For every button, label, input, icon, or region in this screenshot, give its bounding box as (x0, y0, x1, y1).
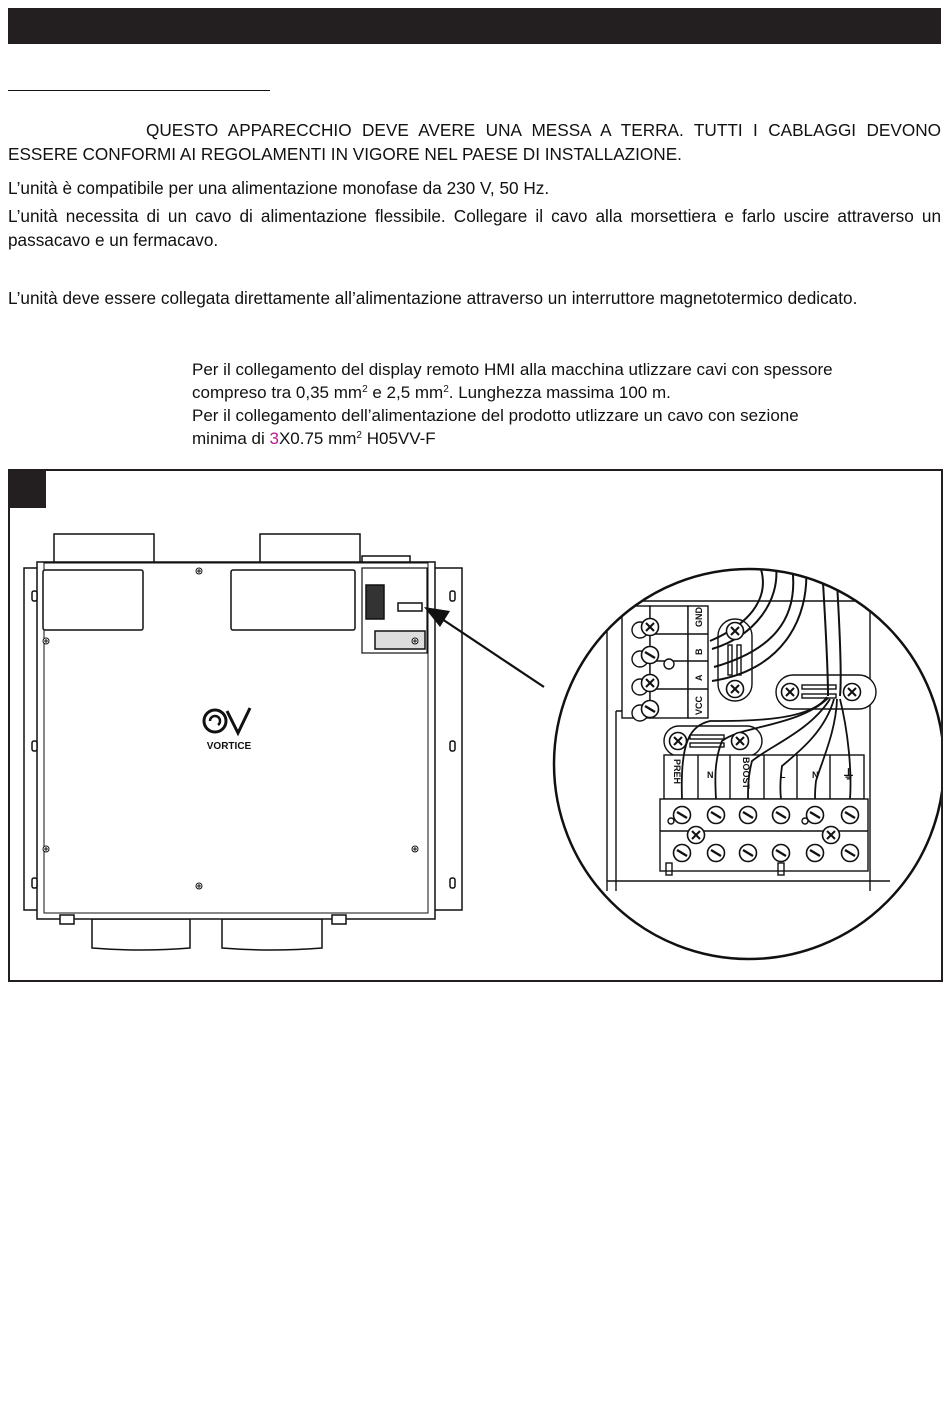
accent-digit: 3 (269, 429, 279, 448)
note-line-4: minima di 3X0.75 mm2 H05VV-F (192, 429, 436, 448)
label-n2: N (812, 770, 819, 780)
header-bar (8, 8, 941, 44)
label-preh: PREH (672, 759, 682, 784)
breaker-paragraph: L’unità deve essere collegata direttamen… (8, 288, 858, 308)
label-l: L (780, 770, 786, 780)
label-gnd: GND (694, 607, 704, 628)
brand-text: VORTICE (207, 741, 252, 752)
cable-paragraph: L’unità necessita di un cavo di alimenta… (8, 206, 941, 250)
callout-arrow (424, 607, 545, 688)
note-line-3: Per il collegamento dell’alimentazione d… (192, 406, 799, 425)
label-b: B (694, 648, 704, 655)
note-line-2: compreso tra 0,35 mm2 e 2,5 mm2. Lunghez… (192, 383, 671, 402)
ventilation-unit (23, 533, 463, 951)
label-n1: N (707, 770, 714, 780)
figure-tag (10, 471, 46, 508)
terminal-detail: GND B A VCC PREH N BOOST L N ⏚ (552, 567, 941, 961)
wiring-illustration: VORTICE (23, 533, 941, 961)
wiring-note: Per il collegamento del display remoto H… (192, 358, 932, 450)
section-rule (8, 90, 270, 91)
label-a: A (694, 674, 704, 681)
label-vcc: VCC (694, 695, 704, 715)
warning-paragraph: QUESTO APPARECCHIO DEVE AVERE UNA MESSA … (8, 120, 941, 164)
label-boost: BOOST (741, 757, 751, 790)
wiring-figure: VORTICE (8, 469, 943, 982)
vortice-logo: VORTICE (202, 707, 252, 752)
note-line-1: Per il collegamento del display remoto H… (192, 360, 833, 379)
power-supply-paragraph: L’unità è compatibile per una alimentazi… (8, 178, 550, 198)
label-earth: ⏚ (842, 767, 855, 782)
